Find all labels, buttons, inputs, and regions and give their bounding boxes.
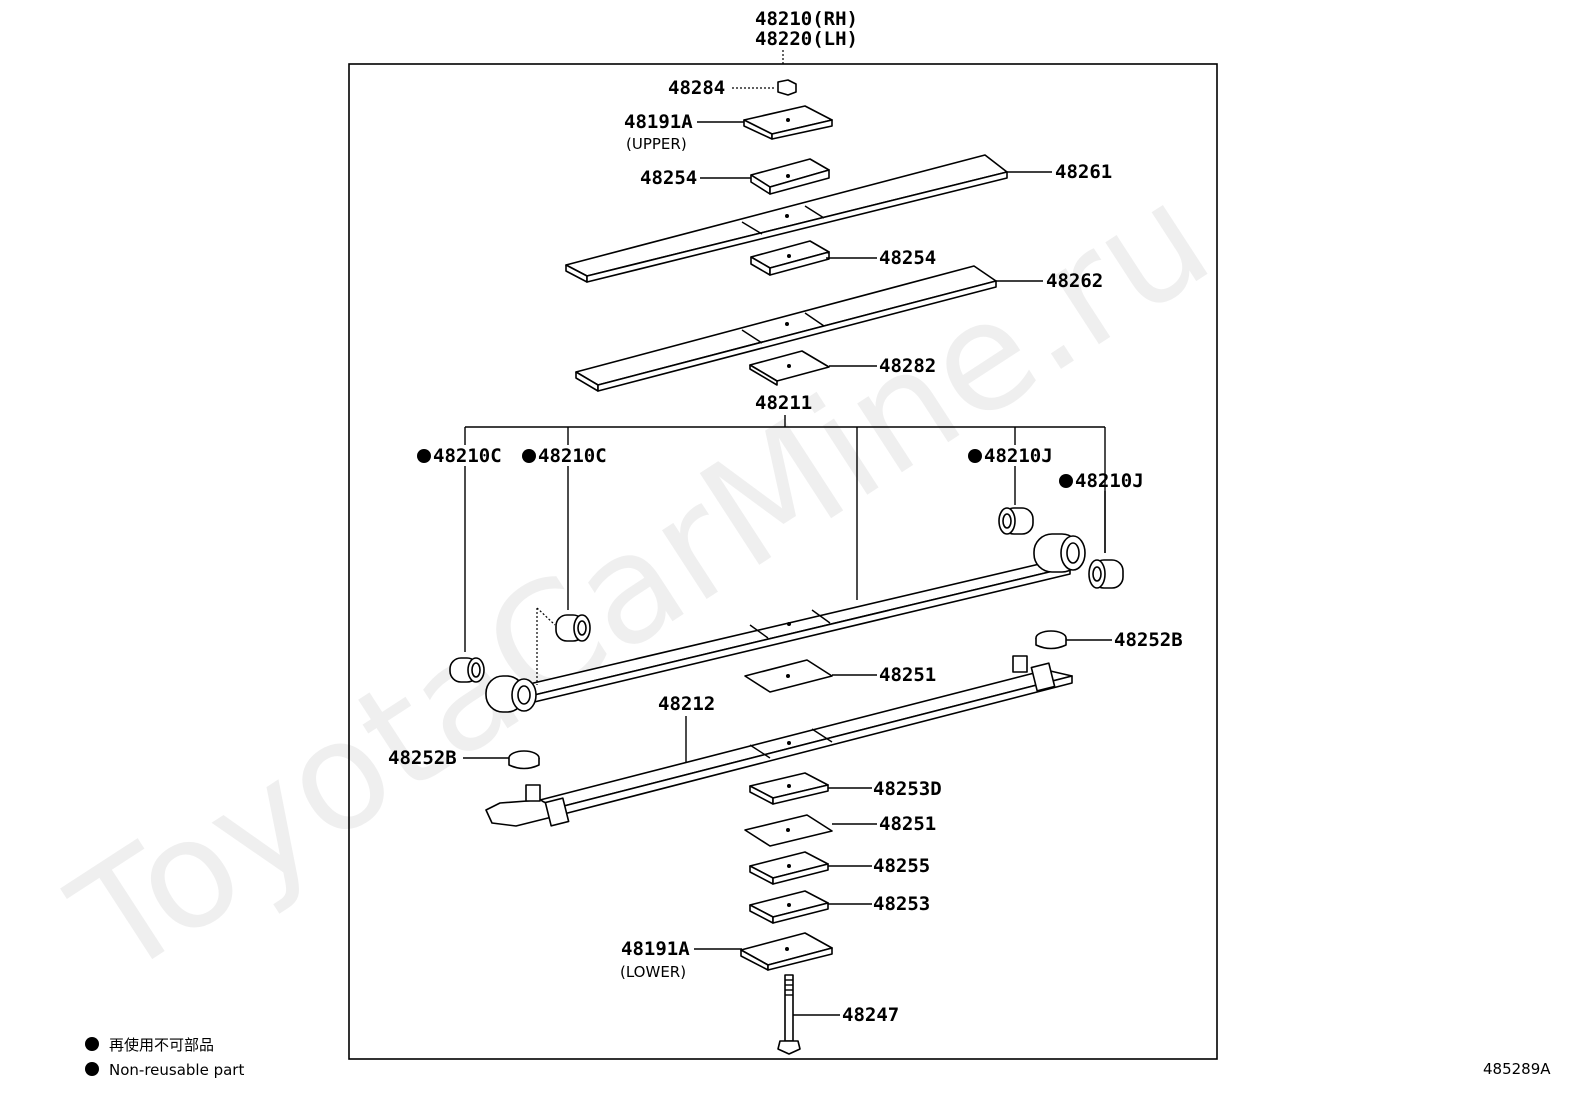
assembly-rh-label[interactable]: 48210(RH) xyxy=(755,8,858,30)
label-48282[interactable]: 48282 xyxy=(879,355,936,377)
spacer-48254-bottom xyxy=(750,240,830,276)
label-48210c-a[interactable]: 48210C xyxy=(433,445,502,467)
seat-48191a-upper xyxy=(743,105,833,140)
assembly-lh-label[interactable]: 48220(LH) xyxy=(755,28,858,50)
bracket-48211 xyxy=(464,415,1106,600)
label-upper: (UPPER) xyxy=(626,135,687,153)
bushing-48210c-a xyxy=(449,657,485,683)
label-lower: (LOWER) xyxy=(620,963,686,981)
legend-dot-en xyxy=(85,1062,99,1076)
label-48210c-b[interactable]: 48210C xyxy=(538,445,607,467)
bolt-48247 xyxy=(777,974,801,1055)
bushing-48210c-b xyxy=(555,614,591,642)
bushing-48210j-b xyxy=(1088,559,1124,589)
label-48212[interactable]: 48212 xyxy=(658,693,715,715)
label-48254-top[interactable]: 48254 xyxy=(640,167,697,189)
spacer-48251-upper xyxy=(744,659,833,693)
bushing-48210j-a xyxy=(998,507,1034,535)
main-leaf-48211 xyxy=(485,533,1086,713)
label-48252b-right[interactable]: 48252B xyxy=(1114,629,1183,651)
pad-48255 xyxy=(749,851,829,885)
nonreusable-dot-48210c-b xyxy=(522,449,536,463)
label-48210j-a[interactable]: 48210J xyxy=(984,445,1053,467)
leaf-48262 xyxy=(575,265,997,392)
label-48251-lower[interactable]: 48251 xyxy=(879,813,936,835)
pad-48253 xyxy=(749,890,829,924)
illustration-code: 485289A xyxy=(1483,1060,1551,1078)
pad-48253d xyxy=(749,772,829,805)
label-48210j-b[interactable]: 48210J xyxy=(1075,470,1144,492)
label-48252b-left[interactable]: 48252B xyxy=(388,747,457,769)
leaf-48212 xyxy=(485,655,1073,827)
label-48247[interactable]: 48247 xyxy=(842,1004,899,1026)
label-48284[interactable]: 48284 xyxy=(668,77,725,99)
spacer-48254-top xyxy=(750,158,830,195)
legend-jp: 再使用不可部品 xyxy=(109,1036,214,1054)
nut-48284 xyxy=(777,79,797,96)
label-48253[interactable]: 48253 xyxy=(873,893,930,915)
nonreusable-dot-48210j-b xyxy=(1059,474,1073,488)
label-48211[interactable]: 48211 xyxy=(755,392,812,414)
seat-48191a-lower xyxy=(740,932,833,971)
assembly-guide-dashed-2 xyxy=(536,607,556,626)
label-48191a-upper[interactable]: 48191A xyxy=(624,111,693,133)
bumper-48252b-right xyxy=(1035,630,1067,650)
pad-48282 xyxy=(749,350,830,386)
leaf-48261 xyxy=(565,154,1008,283)
label-48261[interactable]: 48261 xyxy=(1055,161,1112,183)
legend-en: Non-reusable part xyxy=(109,1061,244,1079)
label-48251-upper[interactable]: 48251 xyxy=(879,664,936,686)
label-48262[interactable]: 48262 xyxy=(1046,270,1103,292)
nonreusable-dot-48210j-a xyxy=(968,449,982,463)
label-48253d[interactable]: 48253D xyxy=(873,778,942,800)
bumper-48252b-left xyxy=(508,750,540,770)
label-48254-bottom[interactable]: 48254 xyxy=(879,247,936,269)
label-48191a-lower[interactable]: 48191A xyxy=(621,938,690,960)
label-48255[interactable]: 48255 xyxy=(873,855,930,877)
legend-dot-jp xyxy=(85,1037,99,1051)
spacer-48251-lower xyxy=(744,814,833,847)
nonreusable-dot-48210c-a xyxy=(417,449,431,463)
